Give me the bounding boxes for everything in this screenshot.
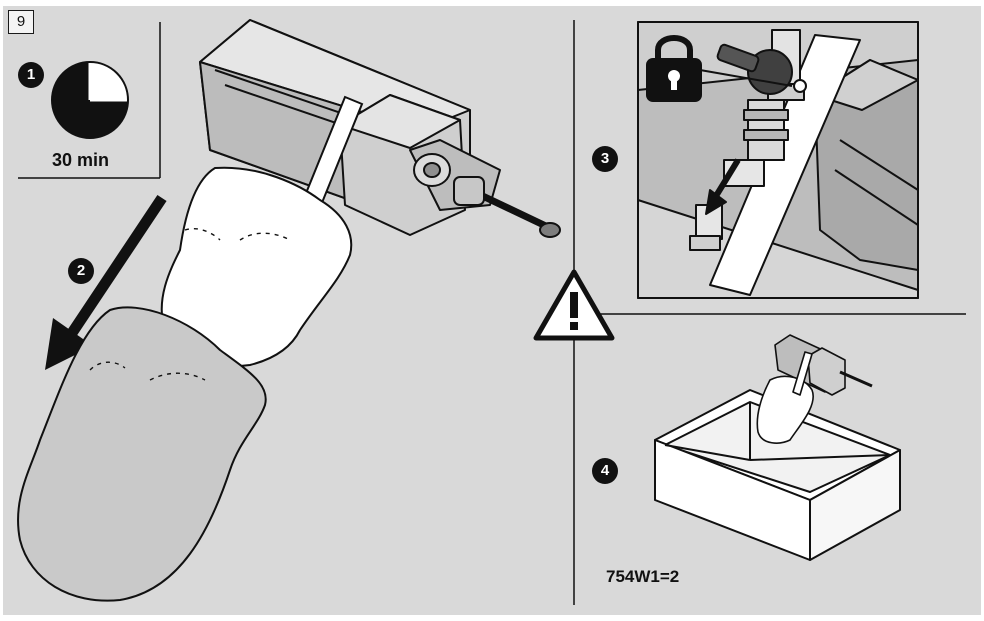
step-badge-2: 2 bbox=[68, 258, 94, 284]
small-vise bbox=[756, 334, 873, 444]
reference-code: 754W1=2 bbox=[606, 567, 680, 586]
pull-down-arrow-icon bbox=[45, 194, 167, 370]
mold-white bbox=[160, 166, 353, 368]
clock-quarter-icon bbox=[51, 61, 129, 139]
step-badge-1: 1 bbox=[18, 62, 44, 88]
warning-triangle-icon bbox=[533, 269, 615, 341]
closeup-illustration bbox=[637, 21, 919, 299]
collection-box bbox=[654, 389, 901, 561]
step-badge-4: 4 bbox=[592, 458, 618, 484]
timer-label: 30 min bbox=[52, 150, 110, 170]
figure-number: 9 bbox=[8, 10, 34, 34]
padlock-icon bbox=[646, 35, 702, 102]
step-badge-3: 3 bbox=[592, 146, 618, 172]
mold-texture-marks bbox=[89, 228, 291, 381]
mold-grey bbox=[17, 306, 267, 602]
